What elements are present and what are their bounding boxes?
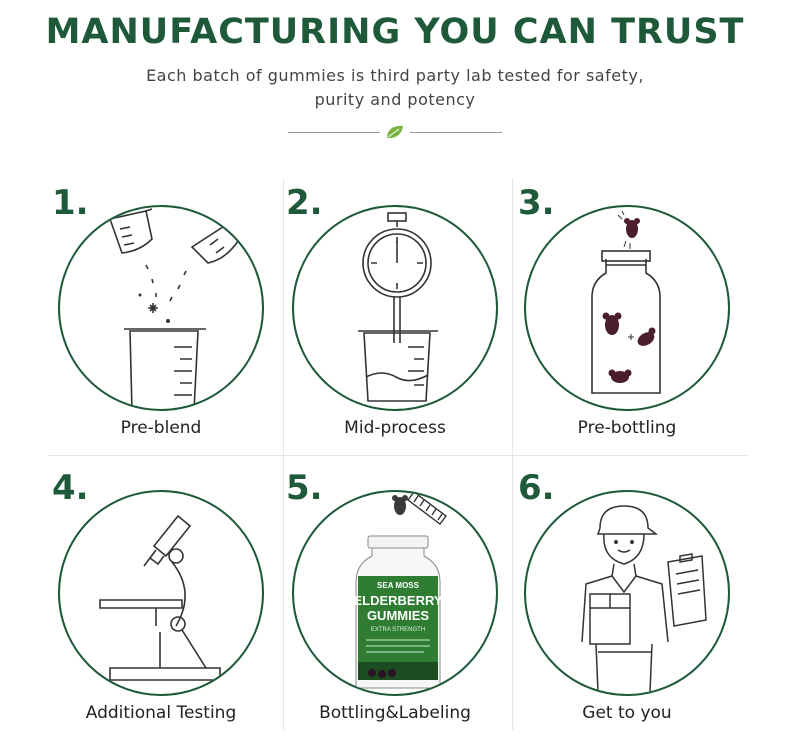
grid-divider-v1 bbox=[283, 178, 284, 730]
step-number: 2. bbox=[286, 183, 323, 223]
step-label: Pre-bottling bbox=[577, 418, 677, 438]
step-additional-testing: 4. Additional Testing bbox=[30, 468, 288, 738]
step-circle bbox=[524, 205, 730, 411]
step-get-to-you: 6. Get to you bbox=[496, 468, 754, 738]
step-circle bbox=[292, 205, 498, 411]
page-title: MANUFACTURING YOU CAN TRUST bbox=[45, 12, 745, 52]
step-pre-bottling: 3. Pre-bottling bbox=[496, 183, 754, 453]
page-subtitle: Each batch of gummies is third party lab… bbox=[100, 64, 690, 112]
bottle-gummies-icon bbox=[591, 210, 661, 394]
step-label: Get to you bbox=[582, 703, 672, 723]
step-label: Additional Testing bbox=[85, 703, 237, 723]
delivery-person-icon bbox=[581, 505, 707, 693]
grid-divider-h bbox=[48, 455, 748, 456]
divider-line-left bbox=[288, 132, 380, 133]
divider-line-right bbox=[410, 132, 502, 133]
grid-divider-v2 bbox=[512, 178, 513, 730]
beakers-pouring-icon bbox=[108, 208, 239, 409]
microscope-icon bbox=[99, 514, 221, 681]
stopwatch-beaker-icon bbox=[358, 212, 438, 402]
bottle-line1-text: ELDERBERRY bbox=[353, 593, 442, 608]
step-mid-process: 2. Mid-process bbox=[264, 183, 522, 453]
step-number: 5. bbox=[286, 468, 323, 508]
subtitle-line-2: purity and potency bbox=[314, 90, 476, 109]
bottle-line2-text: GUMMIES bbox=[367, 608, 429, 623]
step-circle bbox=[58, 490, 264, 696]
bottle-brand-text: SEA MOSS bbox=[377, 581, 420, 590]
step-pre-blend: 1. Pre-blend bbox=[30, 183, 288, 453]
subtitle-line-1: Each batch of gummies is third party lab… bbox=[146, 66, 644, 85]
step-label: Mid-process bbox=[344, 418, 446, 438]
bottle-tagline-text: EXTRA STRENGTH bbox=[371, 627, 425, 633]
step-circle: SEA MOSS ELDERBERRY GUMMIES EXTRA STRENG… bbox=[292, 490, 498, 696]
step-number: 4. bbox=[52, 468, 89, 508]
step-number: 6. bbox=[518, 468, 555, 508]
step-circle bbox=[58, 205, 264, 411]
step-number: 3. bbox=[518, 183, 555, 223]
step-label: Bottling&Labeling bbox=[319, 703, 471, 723]
leaf-divider bbox=[288, 124, 502, 140]
step-bottling-labeling: 5. SEA MOSS ELDERBERRY GUMMIES EXTRA STR… bbox=[264, 468, 522, 738]
step-label: Pre-blend bbox=[120, 418, 202, 438]
labeled-bottle-icon: SEA MOSS ELDERBERRY GUMMIES EXTRA STRENG… bbox=[353, 492, 447, 689]
leaf-icon bbox=[387, 125, 403, 139]
step-number: 1. bbox=[52, 183, 89, 223]
step-circle bbox=[524, 490, 730, 696]
